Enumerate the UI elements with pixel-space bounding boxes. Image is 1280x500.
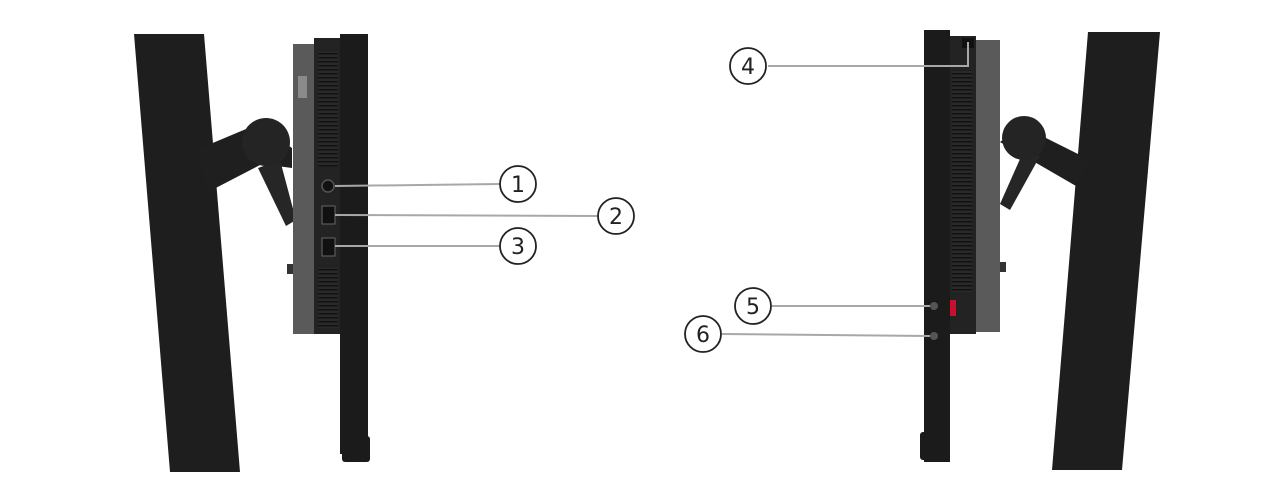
callout-1-label: 1: [511, 173, 525, 198]
callout-4-label: 4: [741, 55, 755, 80]
left-stand-brace: [258, 160, 296, 226]
right-side-view: [920, 30, 1160, 470]
usb-port-upper: [321, 205, 336, 225]
callout-4: 4: [729, 47, 767, 85]
power-accent: [950, 300, 956, 316]
leader-line-6: [721, 333, 931, 337]
right-back-clip: [1000, 262, 1006, 272]
right-stand-brace: [1000, 150, 1040, 210]
callout-2-label: 2: [609, 205, 623, 230]
left-side-view: [134, 34, 370, 472]
left-stand-column: [134, 34, 240, 472]
left-back-clip: [287, 264, 293, 274]
left-hinge: [242, 118, 290, 166]
right-back-panel: [972, 40, 1000, 332]
callout-6-label: 6: [696, 323, 710, 348]
callout-3: 3: [499, 227, 537, 265]
leader-line-2: [334, 214, 599, 217]
callout-1: 1: [499, 165, 537, 203]
callout-5: 5: [734, 287, 772, 325]
right-vent-grille: [952, 70, 972, 292]
usb-port-lower: [321, 237, 336, 257]
callout-6: 6: [684, 315, 722, 353]
audio-jack-port: [321, 179, 335, 193]
right-screen-frame: [924, 30, 950, 462]
callout-5-label: 5: [746, 295, 760, 320]
control-button-5: [930, 302, 938, 310]
left-screen-frame: [340, 34, 368, 454]
right-frame-foot: [920, 432, 948, 460]
left-vent-grille: [318, 52, 338, 167]
leader-line-4: [768, 42, 969, 67]
left-frame-foot: [342, 436, 370, 462]
right-stand-column: [1052, 32, 1160, 470]
right-hinge: [1002, 116, 1046, 160]
left-vent-grille-lower: [318, 268, 338, 328]
callout-2: 2: [597, 197, 635, 235]
leader-line-1: [334, 183, 501, 187]
left-back-latch: [298, 76, 307, 98]
callouts: [334, 42, 969, 337]
control-button-6: [930, 332, 938, 340]
callout-3-label: 3: [511, 235, 525, 260]
callout-markers: 1 2 3 4 5 6: [499, 47, 772, 353]
